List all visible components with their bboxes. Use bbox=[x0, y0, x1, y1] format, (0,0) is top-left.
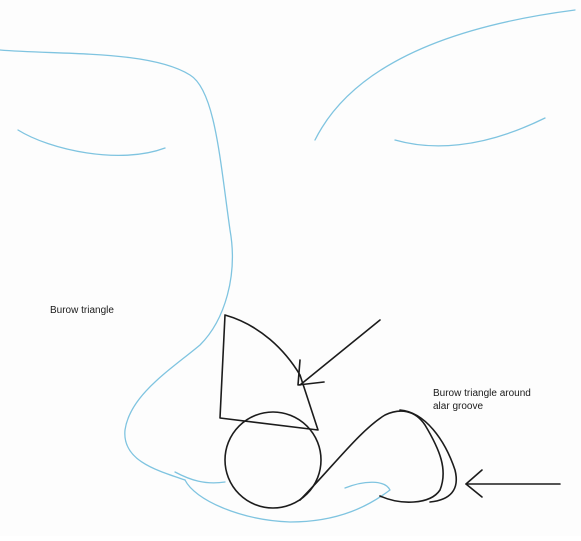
left-eye-line bbox=[18, 130, 165, 155]
right-brow-line bbox=[315, 10, 575, 140]
right-eye-line bbox=[395, 118, 545, 146]
alar-groove-label: Burow triangle around alar groove bbox=[433, 387, 531, 413]
burow-triangle-label: Burow triangle bbox=[50, 304, 114, 317]
nose-base-line bbox=[185, 480, 390, 522]
left-brow-nose-line bbox=[0, 50, 232, 480]
alar-groove-label-line1: Burow triangle around bbox=[433, 387, 531, 400]
left-nostril-line bbox=[175, 472, 225, 483]
alar-burow-triangle bbox=[400, 410, 456, 502]
arrow-upper-shaft bbox=[300, 320, 380, 385]
alar-groove-label-line2: alar groove bbox=[433, 400, 531, 413]
